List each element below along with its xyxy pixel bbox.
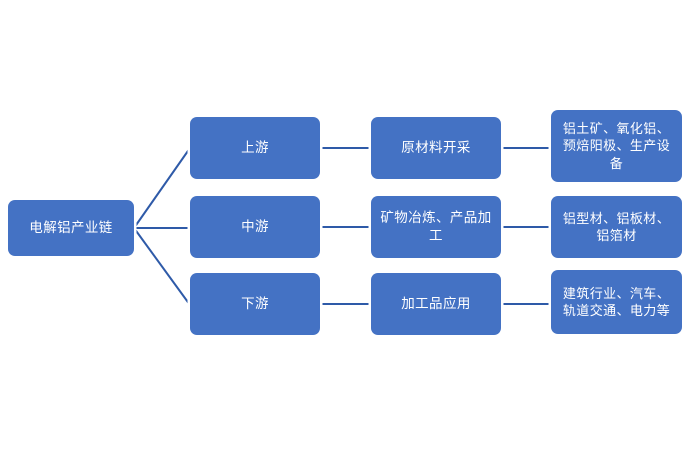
node-label: 上游 xyxy=(241,140,269,156)
node-label: 原材料开采 xyxy=(401,140,471,156)
node-label: 建筑行业、汽车、轨道交通、电力等 xyxy=(562,285,671,318)
node-label: 中游 xyxy=(241,219,269,235)
node-label: 铝型材、铝板材、铝箔材 xyxy=(562,210,671,243)
node-label: 下游 xyxy=(241,296,269,312)
node-activity-downstream[interactable]: 加工品应用 xyxy=(371,273,501,335)
node-label: 矿物冶炼、产品加工 xyxy=(380,210,492,243)
node-label: 加工品应用 xyxy=(401,296,471,312)
node-label: 电解铝产业链 xyxy=(29,220,113,236)
node-detail-midstream[interactable]: 铝型材、铝板材、铝箔材 xyxy=(551,196,682,258)
node-detail-upstream[interactable]: 铝土矿、氧化铝、预焙阳极、生产设备 xyxy=(551,110,682,182)
node-stage-upstream[interactable]: 上游 xyxy=(190,117,320,179)
connector-root-to-downstream xyxy=(133,227,191,306)
node-stage-downstream[interactable]: 下游 xyxy=(190,273,320,335)
node-label: 铝土矿、氧化铝、预焙阳极、生产设备 xyxy=(562,121,671,171)
node-detail-downstream[interactable]: 建筑行业、汽车、轨道交通、电力等 xyxy=(551,270,682,334)
node-activity-upstream[interactable]: 原材料开采 xyxy=(371,117,501,179)
node-industry-chain-root[interactable]: 电解铝产业链 xyxy=(8,200,134,256)
connector-root-to-upstream xyxy=(133,147,191,229)
node-stage-midstream[interactable]: 中游 xyxy=(190,196,320,258)
node-activity-midstream[interactable]: 矿物冶炼、产品加工 xyxy=(371,196,501,258)
